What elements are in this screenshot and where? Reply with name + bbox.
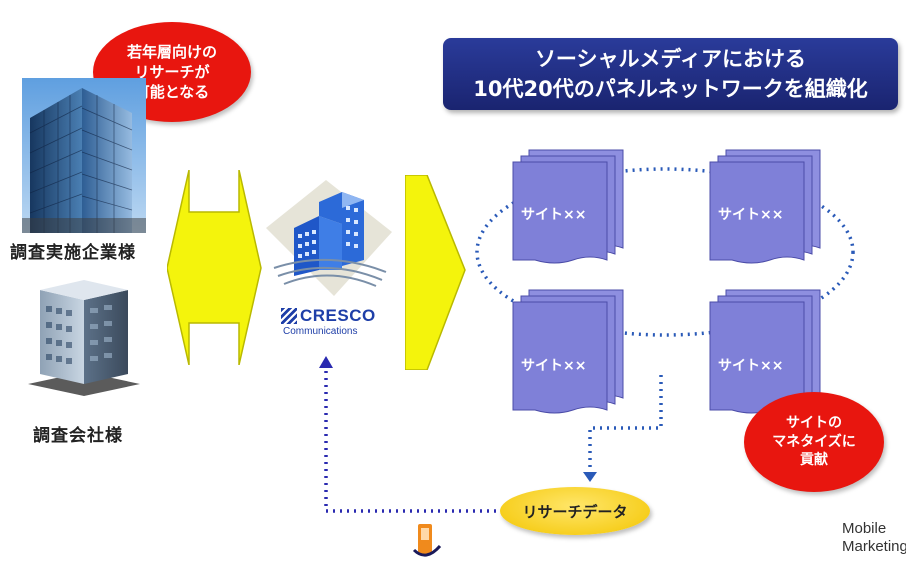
site-label: サイト×× <box>718 207 784 223</box>
site-label: サイト×× <box>521 207 587 223</box>
cresco-logo-graphic <box>264 180 394 300</box>
site-doc-4 <box>708 288 828 418</box>
bubble-line: 貢献 <box>800 452 828 469</box>
bubble-line: サイトの <box>786 414 842 431</box>
bubble-line: 可能となる <box>134 83 210 102</box>
banner-line-2: 10代20代のパネルネットワークを組織化 <box>473 77 868 101</box>
bubble-line: 若年層向けの <box>126 42 217 61</box>
mm-line-2: Marketing.JP <box>842 538 906 555</box>
banner-line-1: ソーシャルメディアにおける <box>534 47 807 71</box>
client-company-label: 調査実施企業様 <box>10 243 136 263</box>
site-label: サイト×× <box>718 358 784 374</box>
research-company-label: 調査会社様 <box>33 426 123 446</box>
double-arrow-icon <box>167 170 262 365</box>
site-doc-2 <box>708 148 828 268</box>
social-media-banner: ソーシャルメディアにおける 10代20代のパネルネットワークを組織化 <box>443 38 898 110</box>
research-data-pill: リサーチデータ <box>500 487 650 535</box>
bubble-line: マネタイズに <box>772 433 856 450</box>
glass-building-image <box>22 78 146 233</box>
cresco-wordmark: CRESCO Communications <box>281 306 391 337</box>
site-doc-3 <box>511 288 631 418</box>
cresco-sub: Communications <box>283 326 358 337</box>
bubble-line: リサーチが <box>134 62 210 81</box>
mobile-marketing-logo: Mobile Marketing.JP <box>412 520 906 560</box>
cresco-name: CRESCO <box>300 306 376 325</box>
site-doc-1 <box>511 148 631 268</box>
cresco-mark-icon <box>281 308 297 324</box>
mobile-phone-icon <box>412 524 442 557</box>
right-arrow-icon <box>405 175 466 370</box>
benefit-bubble-monetize: サイトの マネタイズに 貢献 <box>744 392 884 492</box>
site-label: サイト×× <box>521 358 587 374</box>
mm-line-1: Mobile <box>842 520 887 537</box>
office-tower-image <box>22 272 146 397</box>
